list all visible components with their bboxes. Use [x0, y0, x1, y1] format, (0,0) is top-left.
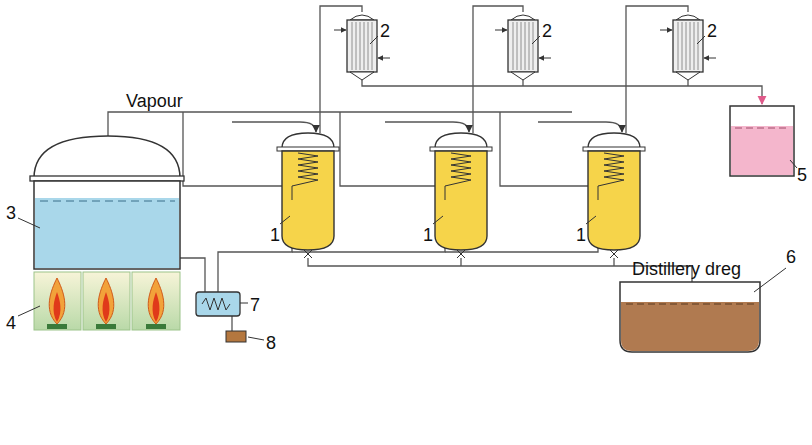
callout-number: 1	[270, 226, 280, 244]
callout-number: 4	[6, 314, 16, 332]
callout-number: 2	[707, 22, 717, 40]
callout-number: 1	[423, 226, 433, 244]
still-vessels	[277, 133, 645, 258]
callout-number: 6	[786, 248, 796, 266]
callout-number: 2	[380, 22, 390, 40]
callout-number: 2	[542, 22, 552, 40]
callout-number: 7	[250, 296, 260, 314]
distillate-tank	[730, 106, 794, 176]
boiler	[30, 136, 184, 269]
leader-lines	[18, 36, 797, 340]
callout-number: 8	[266, 334, 276, 352]
part-label: Distillery dreg	[632, 260, 741, 278]
callout-number: 1	[576, 226, 586, 244]
part-label: Vapour	[126, 92, 183, 110]
dreg-tank	[620, 282, 760, 352]
condensers	[334, 15, 716, 80]
callout-number: 5	[797, 166, 807, 184]
burners	[34, 272, 180, 330]
callout-number: 3	[6, 204, 16, 222]
heater-pump	[196, 292, 246, 342]
